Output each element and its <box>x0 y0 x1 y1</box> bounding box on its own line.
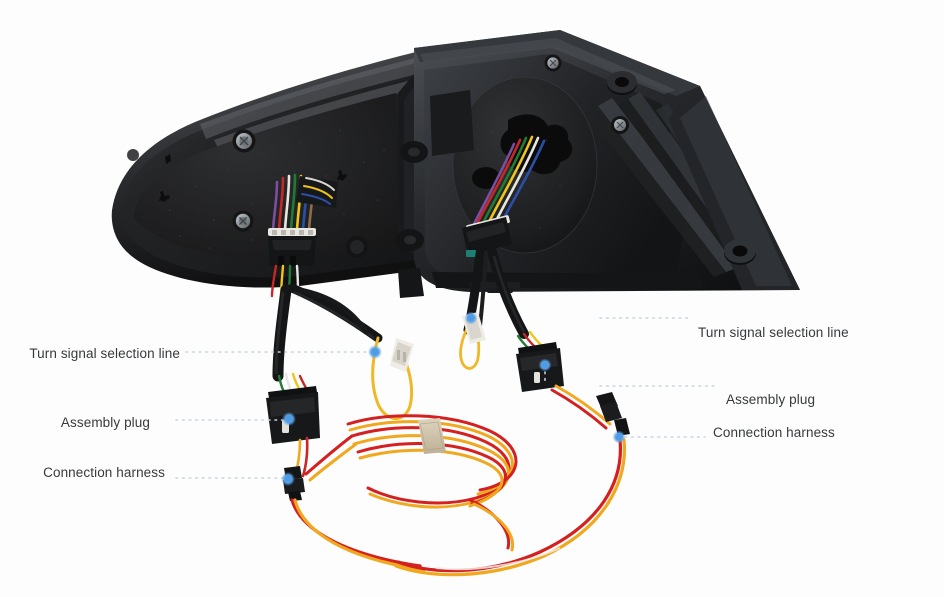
callout-left-connection-harness: Connection harness <box>37 466 165 480</box>
callout-label: Assembly plug <box>726 392 816 407</box>
left-connection-harness-node <box>283 466 426 572</box>
callout-right-turn-signal-selection-line: Turn signal selection line <box>698 326 850 340</box>
left-assembly-plug <box>266 372 320 478</box>
callout-label: Turn signal selection line <box>698 325 849 340</box>
callout-label: Assembly plug <box>60 415 150 430</box>
callout-right-connection-harness: Connection harness <box>713 426 842 440</box>
callout-right-assembly-plug: Assembly plug <box>726 393 818 407</box>
screw-upper <box>232 129 256 153</box>
callout-left-assembly-plug: Assembly plug <box>58 416 150 430</box>
coiled-wire-bundle <box>304 414 518 552</box>
callout-label: Turn signal selection line <box>29 346 180 361</box>
screw-right-upper <box>544 54 562 72</box>
left-turn-signal-selection-line <box>371 336 414 420</box>
grommet-lower <box>724 239 756 265</box>
left-housing-wire-pigtail <box>268 173 383 382</box>
right-assembly-plug <box>516 330 622 430</box>
right-connection-harness <box>394 418 630 577</box>
callout-label: Connection harness <box>713 425 835 440</box>
screw-right-mid <box>611 116 629 134</box>
right-housing-wire-pigtail <box>462 135 546 339</box>
right-tail-light-housing <box>396 30 800 298</box>
callout-label: Connection harness <box>43 465 165 480</box>
callout-marker-dots <box>281 311 626 486</box>
screw-lower <box>232 210 254 232</box>
callout-left-turn-signal-selection-line: Turn signal selection line <box>29 347 180 361</box>
callout-leader-lines <box>175 317 718 479</box>
left-tail-light-housing <box>111 48 440 288</box>
grommet-upper <box>607 71 637 95</box>
